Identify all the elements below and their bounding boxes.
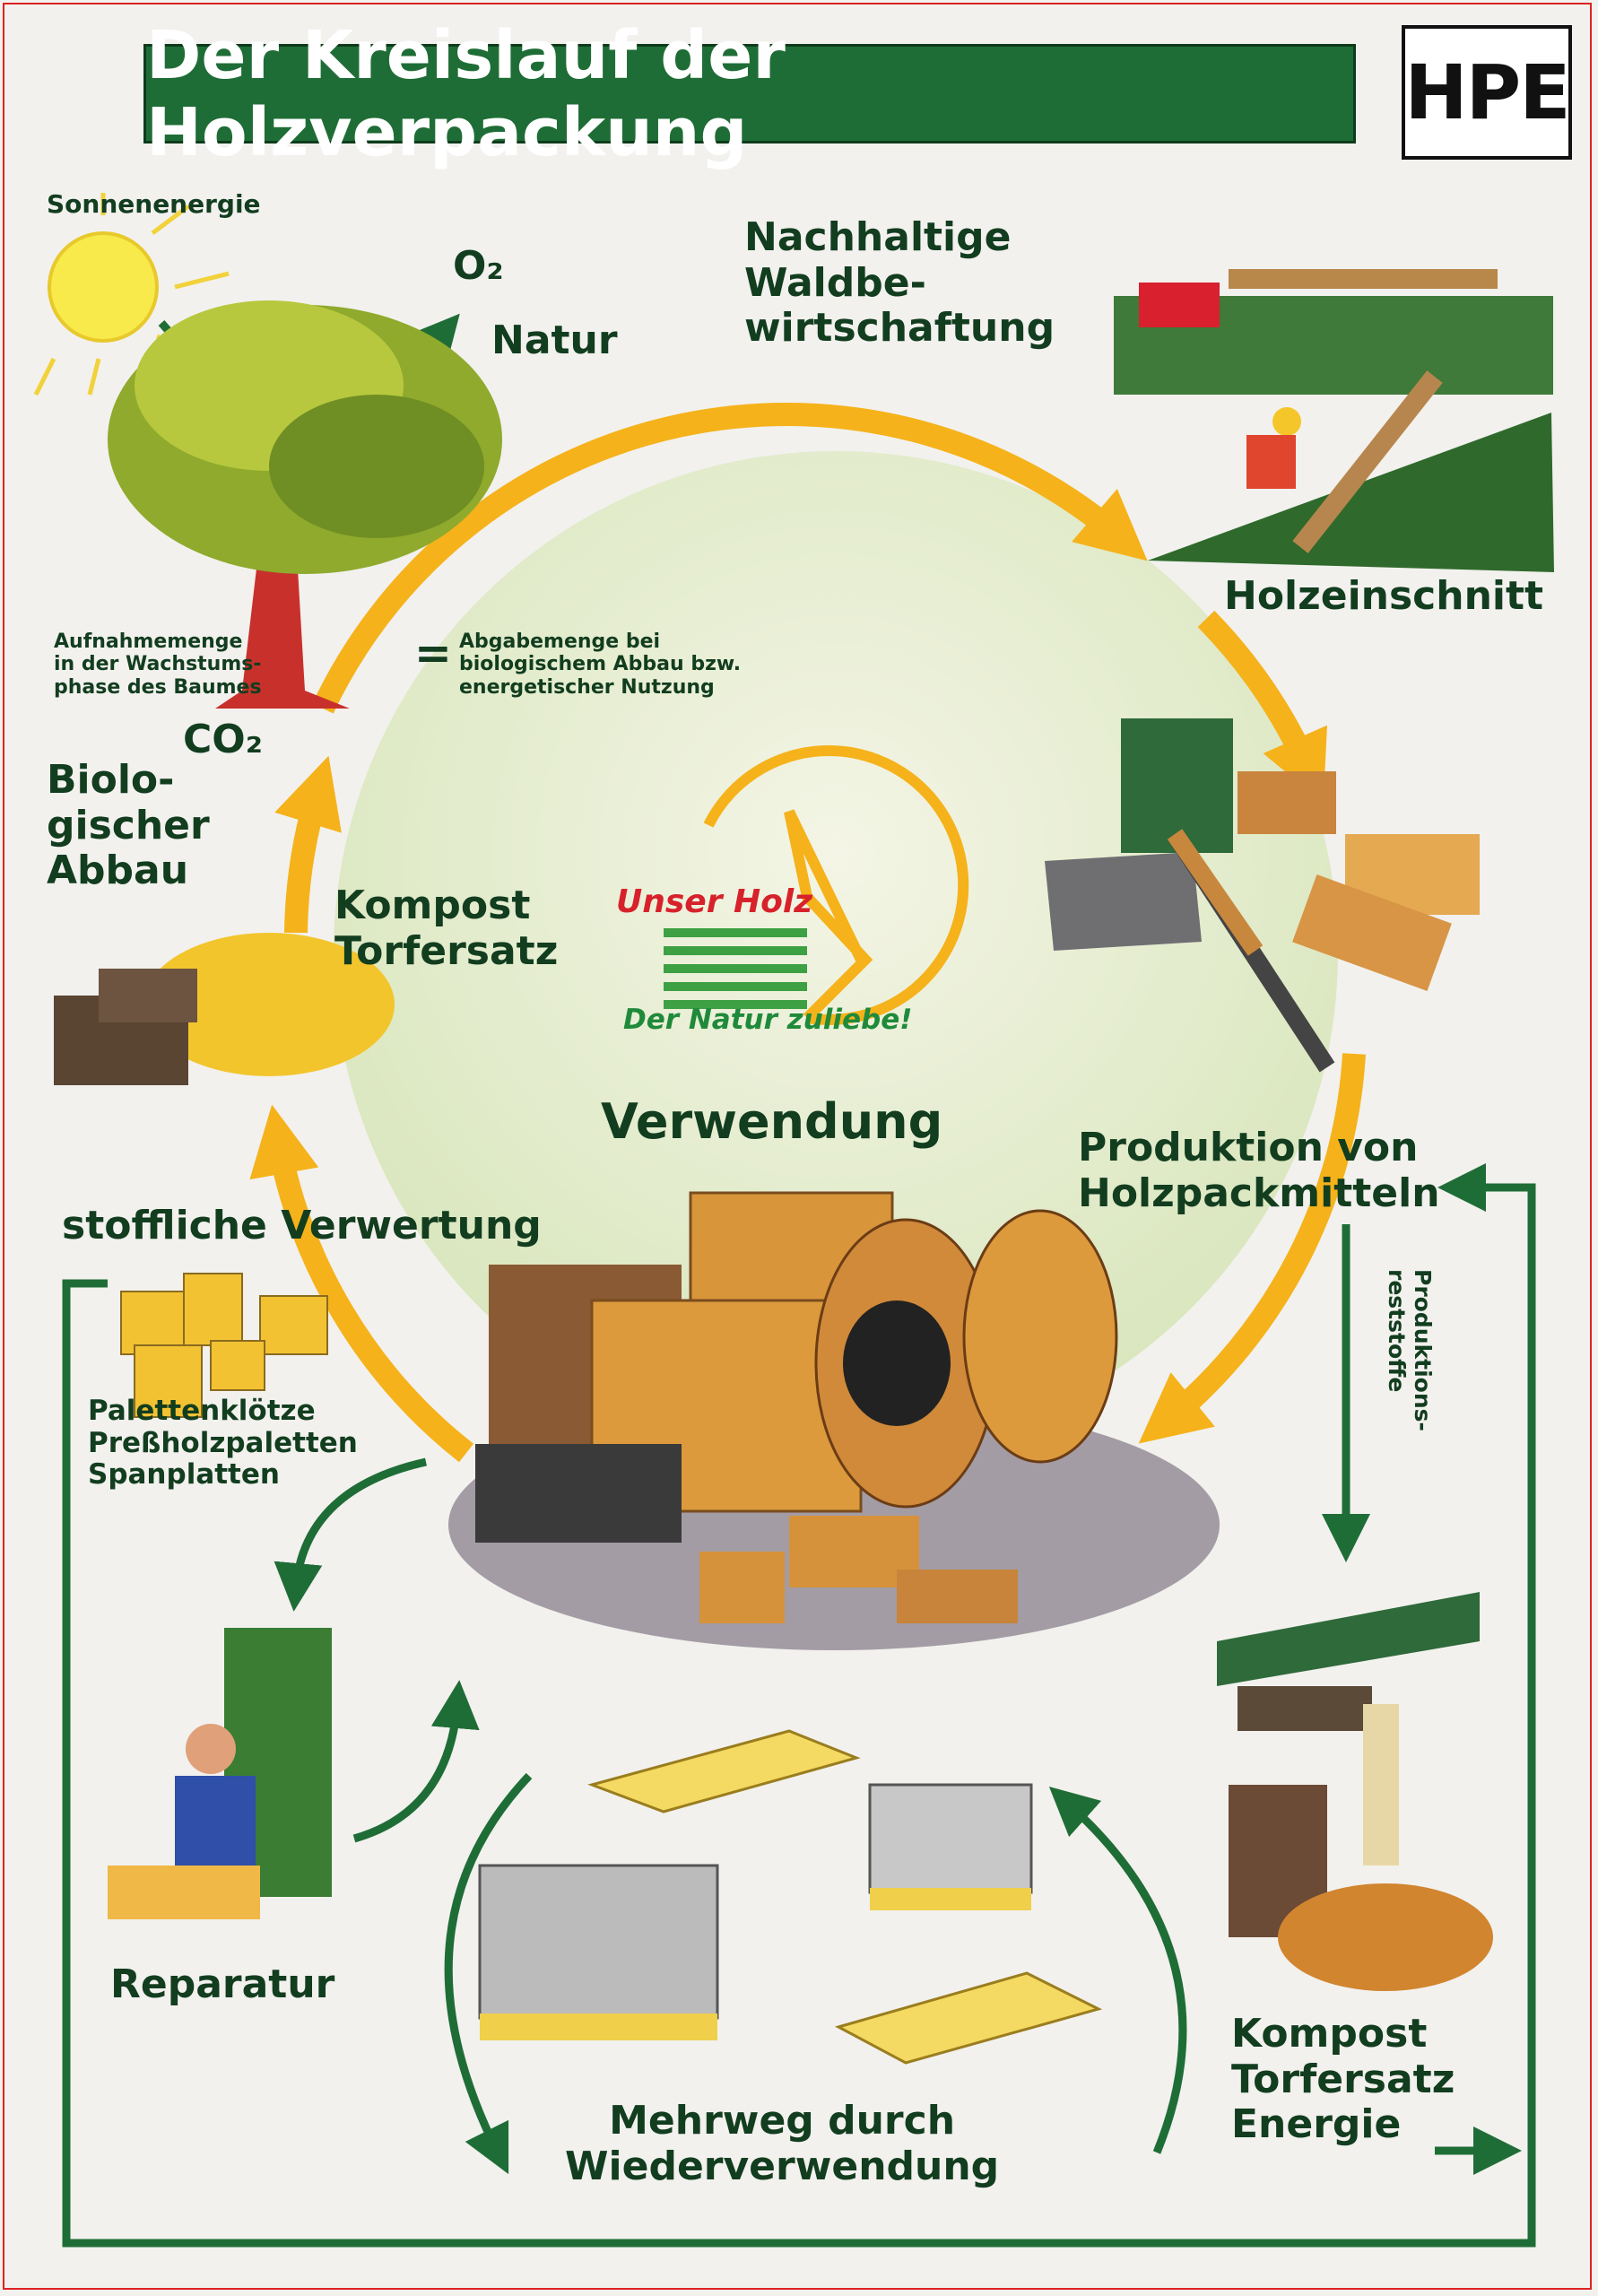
logo-unser-holz: Unser Holz: [616, 883, 813, 920]
line: Palettenklötze: [88, 1395, 316, 1427]
line: in der Wachstums-: [54, 653, 262, 676]
label-repair: Reparatur: [110, 1961, 335, 2007]
center-logo-graphic: [703, 745, 969, 1025]
label-usage: Verwendung: [601, 1093, 943, 1150]
label-compost: Kompost Torfersatz: [334, 883, 558, 974]
label-intake: Aufnahmemenge in der Wachstums- phase de…: [54, 631, 262, 699]
sawmill-illustration: [1045, 718, 1480, 1073]
center-logo-stripes: [664, 928, 807, 1009]
label-forestry: Nachhaltige Waldbe- wirtschaftung: [744, 214, 1055, 352]
cycle-arrow-right: [1138, 1053, 1366, 1444]
line: Produktions-: [1410, 1269, 1436, 1431]
packaging-illustration: [448, 1191, 1220, 1650]
label-production: Produktion von Holzpackmitteln: [1078, 1125, 1440, 1216]
reuse-left-arrow: [444, 1772, 533, 2175]
line: Mehrweg durch: [609, 2098, 956, 2144]
line: Aufnahmemenge: [54, 631, 243, 653]
label-residues: Produktions- reststoffe: [1384, 1269, 1436, 1431]
from-repair-arrow: [352, 1680, 480, 1843]
to-repair-arrow: [274, 1457, 427, 1612]
label-sawing: Holzeinschnitt: [1224, 573, 1544, 619]
label-co2: CO₂: [183, 717, 263, 762]
forestry-illustration: [1114, 269, 1554, 572]
line: Kompost: [334, 883, 531, 928]
blocks-illustration: [120, 1273, 328, 1418]
line: Torfersatz: [334, 927, 559, 974]
equals-sign: =: [414, 627, 452, 679]
line: Torfersatz: [1231, 2056, 1455, 2102]
line: Kompost: [1231, 2011, 1428, 2057]
cycle-arrow-top: [312, 403, 1148, 714]
line: wirtschaftung: [744, 305, 1055, 352]
logo-slogan: Der Natur zuliebe!: [623, 1004, 913, 1036]
label-release: Abgabemenge bei biologischem Abbau bzw. …: [459, 631, 741, 699]
line: Holzpackmitteln: [1078, 1170, 1440, 1216]
compost-illustration: [54, 933, 395, 1085]
line: Abbau: [47, 848, 189, 894]
chipping-plant-illustration: [1217, 1592, 1493, 1991]
label-energy: Kompost Torfersatz Energie: [1231, 2011, 1455, 2148]
label-sun: Sonnenenergie: [47, 189, 261, 219]
line: Produktion von: [1078, 1125, 1419, 1170]
repair-illustration: [108, 1628, 332, 1919]
pallets-illustration: [478, 1729, 1103, 2065]
reuse-right-arrow: [1048, 1786, 1187, 2154]
label-bio: Biolo- gischer Abbau: [47, 757, 210, 894]
line: Spanplatten: [88, 1458, 280, 1492]
line: energetischer Nutzung: [459, 675, 715, 699]
line: Abgabemenge bei: [459, 631, 661, 653]
cycle-background: [334, 451, 1338, 1456]
line: Biolo-: [47, 757, 175, 803]
loop-line: [62, 1163, 1536, 2248]
line: Wiederverwendung: [565, 2143, 1000, 2189]
label-natur: Natur: [491, 317, 618, 363]
page-title: Der Kreislauf der Holzverpackung: [143, 17, 1356, 171]
line: reststoffe: [1384, 1269, 1411, 1393]
line: Waldbe-: [744, 259, 926, 306]
label-reuse: Mehrweg durch Wiederverwendung: [565, 2098, 1000, 2189]
line: Preßholzpaletten: [88, 1426, 358, 1459]
label-o2: O₂: [453, 243, 504, 289]
hpe-logo: HPE: [1402, 25, 1572, 160]
cycle-arrow-left-bottom: [249, 1104, 474, 1463]
line: gischer: [47, 802, 210, 848]
line: phase des Baumes: [54, 675, 262, 699]
tree-illustration: [108, 300, 502, 709]
line: Nachhaltige: [744, 214, 1012, 260]
label-products: Palettenklötze Preßholzpaletten Spanplat…: [88, 1395, 358, 1492]
cycle-arrow-left: [274, 755, 342, 934]
cycle-arrow-right-top: [1197, 610, 1327, 804]
line: Energie: [1231, 2101, 1402, 2148]
label-material: stoffliche Verwertung: [62, 1203, 542, 1248]
poster-border: [3, 3, 1592, 2290]
line: biologischem Abbau bzw.: [459, 653, 742, 676]
